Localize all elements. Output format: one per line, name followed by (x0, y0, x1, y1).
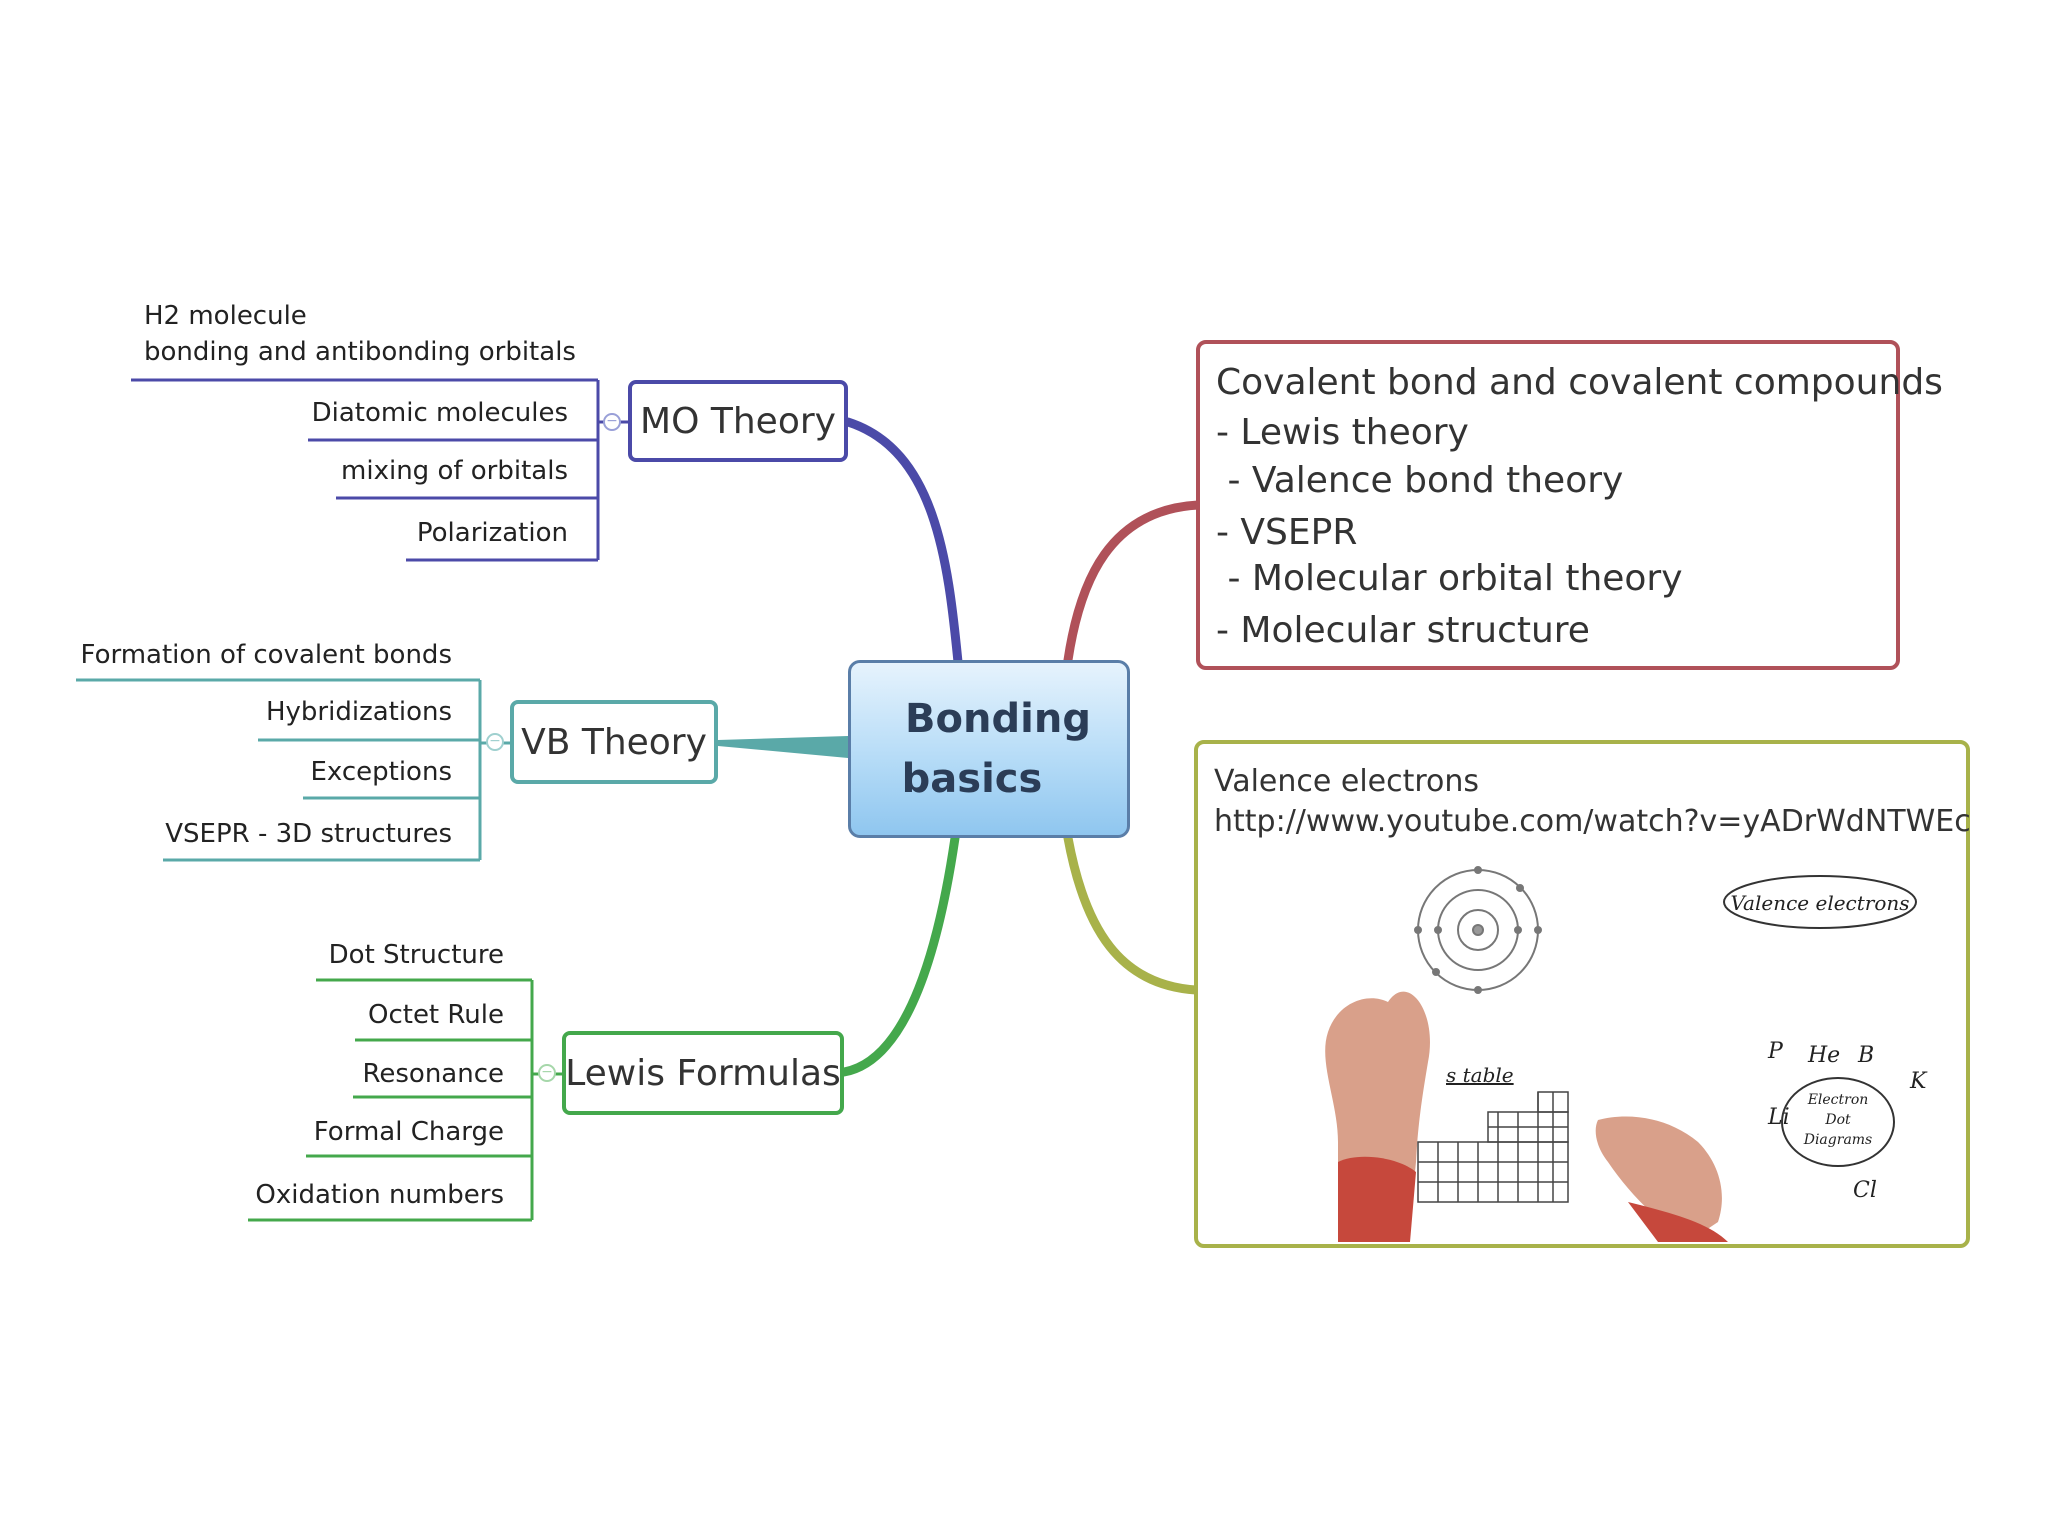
lewis-item-oxidation[interactable]: Oxidation numbers (255, 1180, 504, 1210)
diagram-label-line-3: Diagrams (1803, 1132, 1873, 1148)
lewis-collapse-icon[interactable]: − (538, 1064, 556, 1082)
symbol-li: Li (1767, 1105, 1790, 1130)
covalent-note-line-2: - Lewis theory (1216, 412, 1469, 453)
vb-item-vsepr[interactable]: VSEPR - 3D structures (165, 819, 452, 849)
covalent-note-line-1: Covalent bond and covalent compounds (1216, 362, 1943, 403)
mo-item-polarization[interactable]: Polarization (416, 518, 568, 548)
vb-theory-label: VB Theory (521, 721, 707, 763)
vb-item-formation[interactable]: Formation of covalent bonds (80, 640, 452, 670)
covalent-note-line-6: - Molecular structure (1216, 610, 1590, 651)
covalent-note[interactable]: Covalent bond and covalent compounds - L… (1196, 340, 1943, 670)
diagram-label-line-1: Electron (1807, 1092, 1869, 1108)
symbol-b: B (1857, 1043, 1874, 1068)
mo-item-h2[interactable]: H2 molecule bonding and antibonding orbi… (144, 301, 576, 367)
lewis-branches (248, 978, 562, 1222)
connector-valence (1063, 833, 1201, 995)
lewis-formulas-topic[interactable]: Lewis Formulas (562, 1031, 844, 1115)
valence-note-url[interactable]: http://www.youtube.com/watch?v=yADrWdNTW… (1214, 804, 1971, 839)
diagram-label-line-2: Dot (1824, 1112, 1851, 1128)
lewis-item-octet[interactable]: Octet Rule (367, 1000, 504, 1030)
atom-diagram-icon (1414, 866, 1542, 994)
lewis-item-dot[interactable]: Dot Structure (328, 940, 504, 970)
central-topic[interactable]: Bonding basics (848, 660, 1130, 838)
table-label: s table (1446, 1063, 1514, 1087)
mo-item-mixing[interactable]: mixing of orbitals (341, 456, 568, 486)
covalent-note-line-5: - Molecular orbital theory (1216, 558, 1683, 599)
element-symbols: P He B K Li Cl (1767, 1039, 1928, 1203)
electron-dot-diagram-icon: Electron Dot Diagrams (1781, 1077, 1895, 1167)
symbol-k: K (1909, 1069, 1928, 1094)
vb-item-exceptions[interactable]: Exceptions (310, 757, 452, 787)
periodic-table-icon (1417, 1091, 1569, 1203)
mo-item-diatomic[interactable]: Diatomic molecules (311, 398, 568, 428)
central-topic-line1: Bonding (905, 696, 1091, 742)
vb-theory-topic[interactable]: VB Theory (510, 700, 718, 784)
valence-note-title: Valence electrons (1214, 764, 1480, 799)
vb-item-hybridizations[interactable]: Hybridizations (265, 697, 452, 727)
mo-theory-topic[interactable]: MO Theory (628, 380, 848, 462)
mo-collapse-icon[interactable]: − (603, 413, 621, 431)
mo-theory-label: MO Theory (640, 400, 836, 442)
covalent-note-line-3: - Valence bond theory (1216, 460, 1624, 501)
lewis-formulas-label: Lewis Formulas (565, 1052, 841, 1094)
vb-collapse-icon[interactable]: − (486, 733, 504, 751)
symbol-cl: Cl (1853, 1178, 1877, 1203)
connector-covalent (1063, 500, 1203, 665)
mo-branches (131, 378, 628, 562)
lewis-item-resonance[interactable]: Resonance (362, 1059, 504, 1089)
valence-bubble-icon: Valence electrons (1723, 875, 1917, 929)
valence-note[interactable]: Valence electrons http://www.youtube.com… (1194, 740, 1971, 1248)
connector-mo (843, 417, 963, 667)
vb-branches (76, 678, 510, 862)
hand-left-image (1325, 991, 1430, 1242)
covalent-note-line-4: - VSEPR (1216, 512, 1358, 553)
video-thumbnail[interactable]: Valence electrons s table (1298, 862, 1958, 1242)
valence-bubble-text: Valence electrons (1730, 891, 1909, 915)
hand-right-image (1595, 1116, 1728, 1242)
connector-vb (718, 736, 848, 758)
symbol-p: P (1767, 1039, 1784, 1064)
connector-lewis (839, 833, 960, 1077)
symbol-he: He (1807, 1043, 1840, 1068)
central-topic-line2: basics (901, 756, 1043, 802)
lewis-item-formal-charge[interactable]: Formal Charge (313, 1117, 504, 1147)
